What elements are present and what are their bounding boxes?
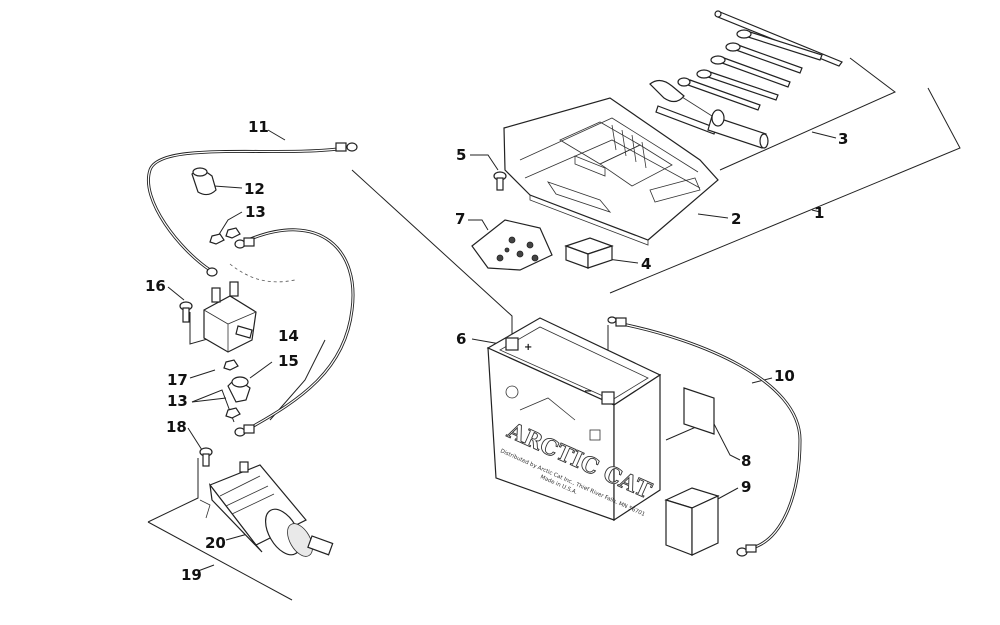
solenoid-17 [203, 281, 257, 353]
callout-19: 19 [181, 566, 202, 584]
callout-18: 18 [166, 418, 187, 436]
callout-5: 5 [456, 146, 466, 164]
callout-9: 9 [741, 478, 751, 496]
callout-6: 6 [456, 330, 466, 348]
callout-labels: 1 2 3 4 5 6 7 8 9 10 11 12 13 13 14 15 1… [145, 118, 848, 584]
callout-1: 1 [814, 204, 824, 222]
callout-8: 8 [741, 452, 751, 470]
tool-tray [503, 97, 719, 246]
callout-2: 2 [731, 210, 741, 228]
boot-12 [191, 167, 217, 196]
hardware-kit-7 [471, 219, 553, 271]
callout-15: 15 [278, 352, 299, 370]
nuts-13 [209, 227, 241, 419]
callout-4: 4 [641, 255, 651, 273]
boot-15 [227, 376, 251, 403]
starter-motor-20 [199, 461, 334, 557]
callout-7: 7 [455, 210, 465, 228]
callout-17: 17 [167, 371, 188, 389]
callout-13a: 13 [245, 203, 266, 221]
label-8 [683, 387, 715, 435]
callout-3: 3 [838, 130, 848, 148]
battery-6: ARCTIC CAT Distributed by Arctic Cat Inc… [486, 317, 662, 522]
callout-13b: 13 [167, 392, 188, 410]
callout-11: 11 [248, 118, 269, 136]
cable-11 [147, 142, 358, 277]
callout-12: 12 [244, 180, 265, 198]
cable-10 [607, 316, 802, 557]
foam-pad-4 [564, 237, 614, 269]
battery-minus-mark: − [584, 386, 592, 397]
screw-18 [199, 447, 213, 467]
callout-10: 10 [774, 367, 795, 385]
cable-14 [234, 228, 355, 437]
screw-16 [179, 301, 193, 323]
callout-14: 14 [278, 327, 299, 345]
screw-5 [493, 171, 507, 191]
battery-plus-mark: + [524, 342, 532, 353]
callout-20: 20 [205, 534, 226, 552]
foam-pad-9 [664, 487, 720, 556]
tool-kit [649, 10, 843, 149]
callout-16: 16 [145, 277, 166, 295]
